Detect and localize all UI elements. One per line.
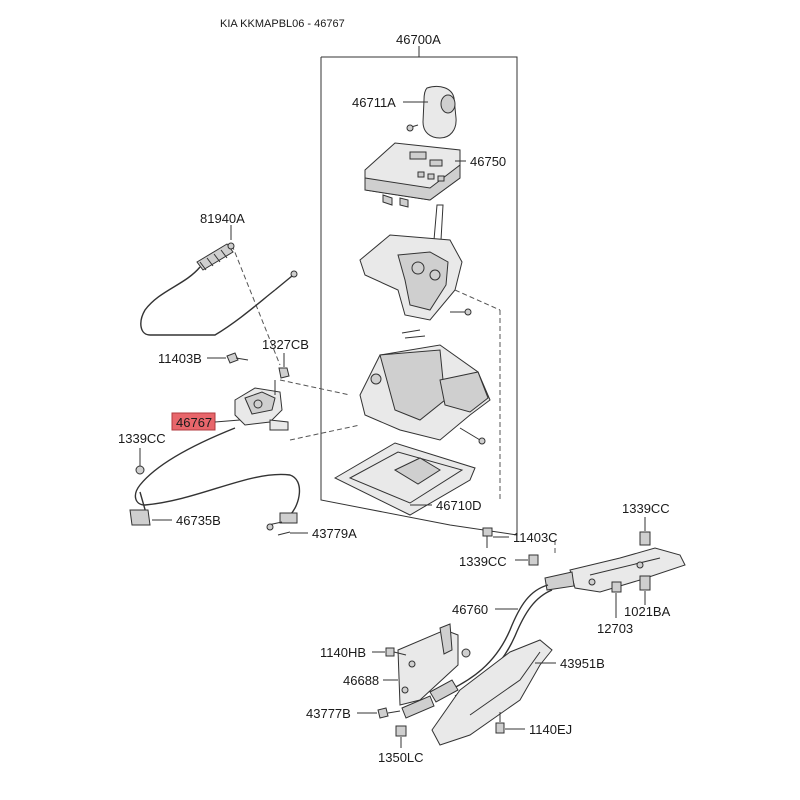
label-1339cc-right[interactable]: 1339CC: [622, 501, 670, 516]
diagram-title: KIA KKMAPBL06 - 46767: [220, 18, 345, 30]
shift-cable-46760: [449, 584, 549, 691]
label-43777b[interactable]: 43777B: [306, 706, 351, 721]
nut-1021ba: [639, 575, 651, 591]
nut-1339cc-right: [639, 531, 651, 546]
label-81940a[interactable]: 81940A: [200, 211, 245, 226]
grommet-1350lc: [395, 725, 407, 737]
base-plate: [333, 442, 476, 516]
label-46735b[interactable]: 46735B: [176, 513, 221, 528]
shifter-mechanism-upper: [359, 204, 472, 321]
bolt-11403c: [482, 527, 493, 548]
nut-1339cc-left: [135, 465, 145, 475]
label-11403c[interactable]: 11403C: [513, 530, 558, 545]
label-46700a[interactable]: 46700A: [396, 32, 441, 47]
nut-1327cb: [278, 367, 290, 379]
label-1350lc[interactable]: 1350LC: [378, 750, 424, 765]
label-46767[interactable]: 46767: [176, 415, 212, 430]
label-1339cc-left[interactable]: 1339CC: [118, 431, 166, 446]
shift-cable-46767: [134, 427, 301, 516]
label-11403b[interactable]: 11403B: [158, 351, 202, 366]
label-1140ej[interactable]: 1140EJ: [529, 722, 572, 737]
label-43779a[interactable]: 43779A: [312, 526, 357, 541]
label-46711a[interactable]: 46711A: [352, 95, 396, 110]
label-43951b[interactable]: 43951B: [560, 656, 605, 671]
shift-lever-assembly: [234, 380, 289, 431]
label-46688[interactable]: 46688: [343, 673, 379, 688]
shift-knob: [406, 85, 457, 139]
shifter-base: [359, 329, 491, 445]
bolt-1140hb: [385, 647, 407, 657]
cable-boot: [401, 679, 459, 719]
cable-end-43779a: [266, 512, 298, 536]
bolt-1140ej: [495, 712, 505, 734]
label-1021ba[interactable]: 1021BA: [624, 604, 671, 619]
bolt-11403b: [226, 352, 249, 364]
label-46710d[interactable]: 46710D: [436, 498, 482, 513]
cable-bracket-46760: [544, 547, 686, 593]
nut-1339cc-mid: [528, 554, 539, 566]
mounting-bracket-46688: [397, 623, 471, 706]
label-1327cb[interactable]: 1327CB: [262, 337, 309, 352]
indicator-cover: [364, 142, 461, 208]
label-46760[interactable]: 46760: [452, 602, 488, 617]
bolt-12703: [611, 581, 622, 593]
label-46750[interactable]: 46750: [470, 154, 506, 169]
clip-43777b: [377, 707, 401, 719]
bracket-46735b: [129, 509, 151, 526]
label-12703[interactable]: 12703: [597, 621, 633, 636]
key-interlock-cable: [140, 242, 298, 336]
label-1339cc-mid[interactable]: 1339CC: [459, 554, 507, 569]
heat-shield-43951b: [431, 639, 553, 746]
label-1140hb[interactable]: 1140HB: [320, 645, 366, 660]
